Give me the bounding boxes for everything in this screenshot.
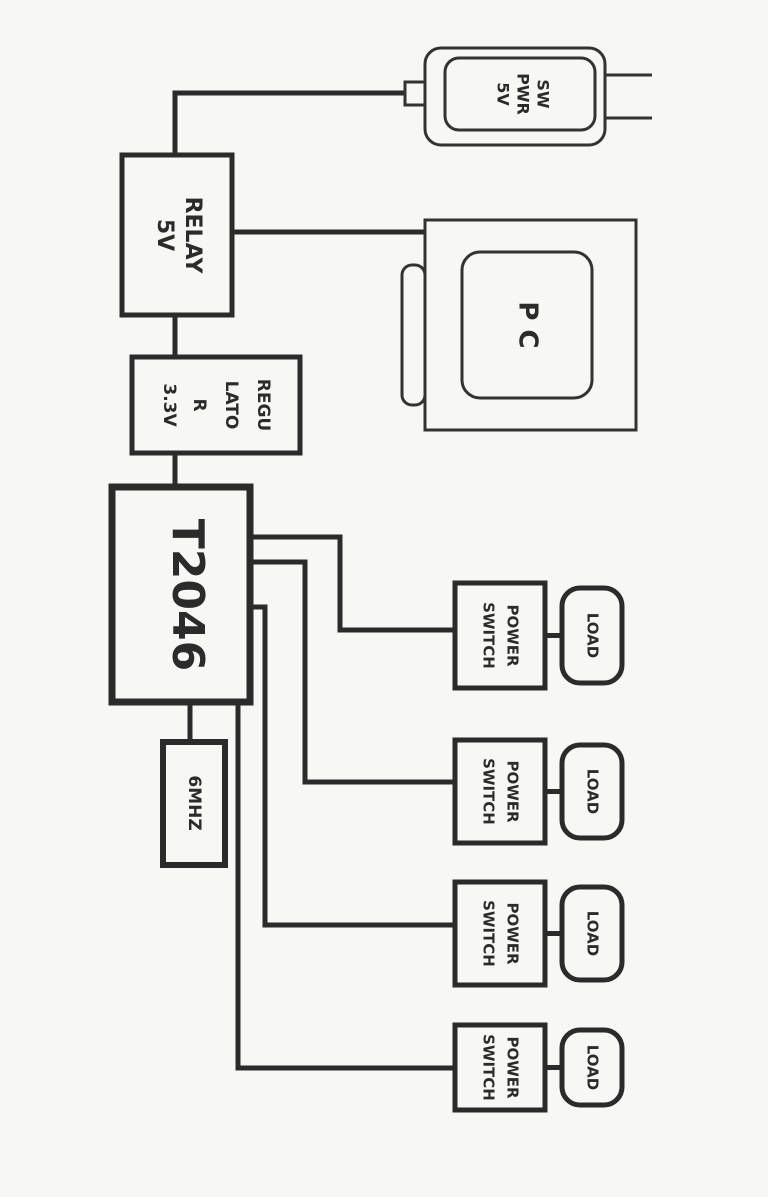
channel-2: POWER SWITCH LOAD	[452, 737, 625, 846]
power-adapter: SW PWR 5V	[403, 46, 652, 147]
power-switch-label-1: POWER	[504, 902, 522, 965]
adapter-label-1: SW	[534, 79, 553, 109]
channel-3: POWER SWITCH LOAD	[452, 879, 625, 988]
wire-channel-1	[250, 534, 455, 633]
regulator-label-3: R	[189, 398, 209, 411]
wire-channel-2	[250, 559, 455, 785]
regulator-label-2: LATO	[221, 381, 241, 430]
load-block	[559, 1027, 625, 1108]
power-switch-label-2: SWITCH	[480, 1034, 498, 1101]
power-switch-label-2: SWITCH	[480, 758, 498, 825]
load-block	[559, 884, 625, 983]
load-label: LOAD	[584, 769, 602, 814]
adapter-connector	[403, 80, 427, 107]
power-switch-block	[452, 737, 548, 846]
power-switch-block	[452, 580, 548, 691]
load-label: LOAD	[584, 1045, 602, 1090]
channel-4: POWER SWITCH LOAD	[452, 1022, 625, 1113]
load-block	[559, 585, 625, 686]
power-switch-label-1: POWER	[504, 1036, 522, 1099]
load-block	[559, 742, 625, 841]
adapter-label-2: PWR	[514, 73, 533, 115]
load-label: LOAD	[584, 911, 602, 956]
relay-block: RELAY 5V	[119, 152, 235, 318]
wire-channel-4	[235, 702, 455, 1071]
pc-label: P C	[513, 301, 543, 348]
controller-label: T2046	[162, 519, 213, 671]
regulator-label-4: 3.3V	[159, 383, 179, 427]
power-switch-block	[452, 879, 548, 988]
power-switch-label-1: POWER	[504, 760, 522, 823]
power-switch-block	[452, 1022, 548, 1113]
power-switch-label-1: POWER	[504, 604, 522, 667]
crystal-block: 6MHZ	[160, 739, 228, 868]
relay-label: RELAY	[180, 197, 205, 275]
regulator-label-1: REGU	[253, 379, 273, 431]
wire-adapter-relay	[172, 90, 405, 155]
channel-1: POWER SWITCH LOAD	[452, 580, 625, 691]
controller-block: T2046	[108, 483, 254, 706]
pc-screen	[460, 250, 594, 400]
regulator-block: REGU LATO R 3.3V	[129, 354, 303, 456]
pc-block: P C	[400, 218, 638, 432]
power-switch-label-2: SWITCH	[480, 900, 498, 967]
wire-channel-3	[250, 604, 455, 928]
relay-voltage: 5V	[152, 219, 177, 251]
pc-drive-slot	[400, 263, 427, 407]
power-switch-label-2: SWITCH	[480, 602, 498, 669]
crystal-label: 6MHZ	[184, 775, 204, 830]
load-label: LOAD	[584, 613, 602, 658]
adapter-label-3: 5V	[494, 82, 513, 106]
